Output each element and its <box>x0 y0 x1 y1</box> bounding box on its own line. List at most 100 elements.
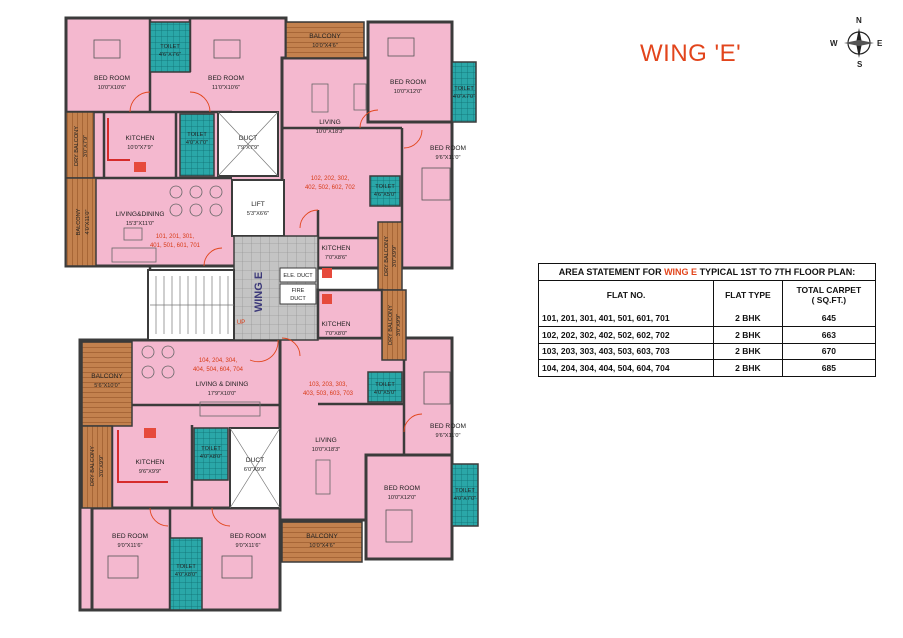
header-carpet: TOTAL CARPET ( SQ.FT.) <box>781 279 877 310</box>
flat-102-label-1: 102, 202, 302, <box>311 176 350 182</box>
bedroom-br2 <box>364 453 454 561</box>
lift-shaft <box>231 179 285 237</box>
tv-unit <box>353 83 367 111</box>
table-header-row: FLAT NO. FLAT TYPE TOTAL CARPET ( SQ.FT.… <box>537 279 877 310</box>
compass-w: W <box>830 39 838 48</box>
toilet-br1-name: TOILET <box>375 382 395 388</box>
bedroom-bl2-dim: 9'0"X11'6" <box>236 543 261 549</box>
carpet-area-cell: 685 <box>781 359 877 377</box>
carpet-area-cell: 670 <box>781 342 877 361</box>
flat-no-cell: 102, 202, 302, 402, 502, 602, 702 <box>537 325 715 344</box>
bedroom-tr1-dim: 10'0"X12'0" <box>394 89 423 95</box>
toilet-bl2-floor <box>169 537 203 611</box>
duct-top-dim: 7'9"X7'9" <box>237 145 259 151</box>
area-statement-title: AREA STATEMENT FOR WING E TYPICAL 1ST TO… <box>538 263 876 281</box>
balcony-bl-floor <box>81 341 133 427</box>
toilet-br1-dim: 4'0"X5'0" <box>374 390 396 396</box>
balcony-bl-dim: 5'6"X10'0" <box>94 383 119 389</box>
flat-101-label-2: 401, 501, 601, 701 <box>150 243 201 249</box>
flat-no-cell: 103, 203, 303, 403, 503, 603, 703 <box>537 342 715 361</box>
sofa <box>315 459 331 495</box>
bedroom-bl1-name: BED ROOM <box>112 533 148 540</box>
bedroom-tl2-dim: 11'0"X10'6" <box>212 85 240 91</box>
bedroom-tr1-name: BED ROOM <box>390 79 426 86</box>
living-dining-tl-name: LIVING&DINING <box>115 211 164 218</box>
title-wing: WING E <box>664 266 698 277</box>
stair-treads <box>150 276 234 334</box>
flat-104-label-1: 104, 204, 304, <box>199 358 238 364</box>
bedroom-tr2-dim: 9'6"X11'0" <box>436 155 461 161</box>
sofa <box>311 83 329 113</box>
header-carpet-line2: ( SQ.FT.) <box>811 294 847 305</box>
carpet-area-cell: 663 <box>781 325 877 344</box>
bedroom-tl2-name: BED ROOM <box>208 75 244 82</box>
toilet-br2-dim: 4'0"X7'0" <box>454 496 476 502</box>
ele-duct-box <box>279 267 317 283</box>
balcony-l-floor <box>65 177 97 267</box>
door-swings <box>129 91 423 527</box>
bed-furniture <box>93 39 121 59</box>
stair-up-label: UP <box>237 320 245 326</box>
kitchen-br-dim: 7'0"X8'0" <box>325 331 347 337</box>
toilet-m-dim: 4'6"X5'0" <box>374 192 396 198</box>
flat-no-cell: 101, 201, 301, 401, 501, 601, 701 <box>537 309 715 327</box>
toilet-bl2-dim: 4'0"X8'0" <box>175 572 197 578</box>
kitchen-platform <box>107 118 130 161</box>
lift-dim: 5'3"X6'6" <box>247 211 269 217</box>
bedroom-tl1-name: BED ROOM <box>94 75 130 82</box>
kitchen-br-name: KITCHEN <box>322 321 351 328</box>
dry-balcony-bl-dim: 3'0"X9'9" <box>99 455 105 477</box>
toilet-bl-name: TOILET <box>201 446 221 452</box>
compass-s: S <box>857 60 863 69</box>
balcony-bottom-name: BALCONY <box>306 533 338 540</box>
bed-furniture <box>213 39 241 59</box>
living-bottom-dim: 10'0"X18'3" <box>312 447 341 453</box>
toilet-m-floor <box>369 175 401 207</box>
living-top-dim: 10'0"X18'3" <box>316 129 345 135</box>
balcony-l-dim: 4'0"X11'0" <box>85 210 91 235</box>
toilet-br1-floor <box>367 371 403 403</box>
toilet-tl-dim: 4'6"X7'6" <box>159 52 181 58</box>
duct-bottom-cross <box>229 427 281 509</box>
kitchen-br-sink <box>322 294 332 304</box>
bedroom-tr2-name: BED ROOM <box>430 145 466 152</box>
flat-type-cell: 2 BHK <box>713 325 783 344</box>
flat-no-cell: 104, 204, 304, 404, 504, 604, 704 <box>537 359 715 377</box>
bedroom-bl1-dim: 9'0"X11'6" <box>118 543 143 549</box>
flat-102-label-2: 402, 502, 602, 702 <box>305 185 356 191</box>
header-flat-no: FLAT NO. <box>537 279 715 310</box>
toilet-br2-name: TOILET <box>455 488 475 494</box>
flat-103-label-2: 403, 503, 603, 703 <box>303 391 354 397</box>
toilet-bl-floor <box>193 427 229 481</box>
fire-duct-box <box>279 283 317 305</box>
balcony-top-floor <box>285 21 365 59</box>
balcony-bottom-floor <box>281 521 363 563</box>
toilet-bl-dim: 4'0"X8'0" <box>200 454 222 460</box>
toilet-tl-name: TOILET <box>160 44 180 50</box>
duct-top-name: DUCT <box>239 135 257 142</box>
balcony-bl-name: BALCONY <box>91 373 123 380</box>
duct-bottom-name: DUCT <box>246 457 264 464</box>
dry-balcony-tl-floor <box>65 111 95 179</box>
dry-balcony-r1-name: DRY BALCONY <box>384 236 390 276</box>
toilet-tr-floor <box>451 61 477 123</box>
wing-title: WING 'E' <box>640 40 742 67</box>
balcony-top-dim: 10'0"X4'6" <box>312 43 337 49</box>
compass-e: E <box>877 39 883 48</box>
table-row: 101, 201, 301, 401, 501, 601, 701 2 BHK … <box>537 309 877 327</box>
dry-balcony-bl-floor <box>81 425 113 509</box>
bed-furniture <box>107 555 139 579</box>
dry-balcony-r2-floor <box>381 289 407 361</box>
toilet-tl-floor <box>149 21 191 73</box>
table-row: 103, 203, 303, 403, 503, 603, 703 2 BHK … <box>537 342 877 361</box>
bedroom-br1-name: BED ROOM <box>430 423 466 430</box>
kitchen-tr-name: KITCHEN <box>322 245 351 252</box>
kitchen-bl-sink <box>144 428 156 438</box>
bed-furniture <box>385 509 413 543</box>
kitchen-tl-name: KITCHEN <box>126 135 155 142</box>
ele-duct-label: ELE. DUCT <box>283 273 313 279</box>
living-dining-bl-dim: 17'9"X10'0" <box>208 391 237 397</box>
dry-balcony-r1-floor <box>377 221 403 291</box>
living-dining-bl-name: LIVING & DINING <box>196 381 249 388</box>
kitchen-bl-name: KITCHEN <box>136 459 165 466</box>
